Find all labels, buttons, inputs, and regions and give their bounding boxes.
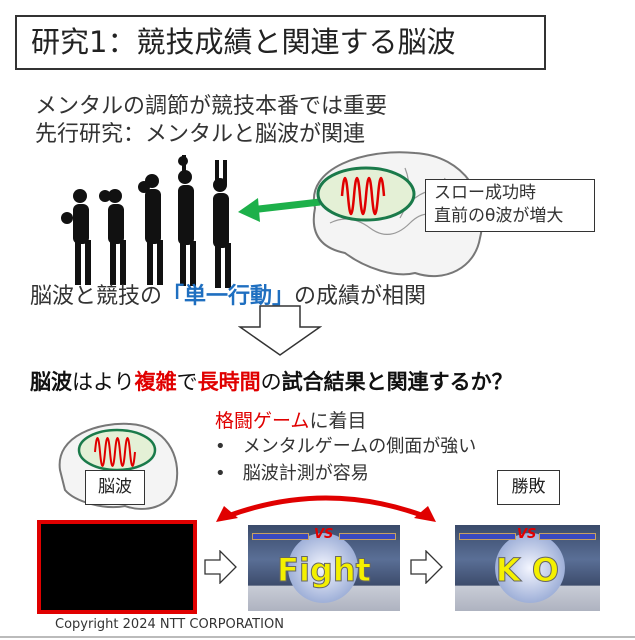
right-arrow-icon	[204, 550, 237, 584]
q-part: 試合結果と関連するか？	[281, 370, 513, 394]
eeg-video-screen	[37, 520, 197, 614]
focus-rest: に着目	[309, 410, 367, 432]
q-part: で	[176, 370, 198, 394]
eeg-label: 脳波	[85, 470, 145, 505]
fight-text: Fight	[277, 551, 372, 590]
game-screen-fight: VS Fight	[248, 525, 400, 611]
health-bar-p2	[339, 533, 396, 540]
correlation-pre: 脳波と競技の	[30, 284, 163, 309]
callout-line-1: スロー成功時	[434, 183, 536, 203]
outcome-label: 勝敗	[497, 470, 560, 505]
correlation-post: の成績が相関	[294, 284, 427, 309]
q-part: 脳波	[30, 370, 72, 394]
right-arrow-icon	[410, 550, 443, 584]
callout-box: スロー成功時 直前のθ波が増大	[425, 179, 595, 232]
focus-heading: 格闘ゲームに着目	[215, 406, 366, 433]
green-arrow-icon	[238, 198, 260, 222]
q-complex: 複雑	[134, 370, 177, 394]
game-screen-ko: VS K O	[455, 525, 600, 611]
intro-line-2: 先行研究：メンタルと脳波が関連	[35, 122, 366, 147]
callout-line-2: 直前のθ波が増大	[434, 206, 564, 226]
bottom-divider	[0, 636, 635, 638]
slide-title: 研究1：競技成績と関連する脳波	[15, 15, 546, 70]
ko-text: K O	[495, 551, 560, 590]
q-long-time: 長時間	[197, 370, 261, 394]
bullet-text: 脳波計測が容易	[242, 463, 369, 484]
correlation-highlight: 「単一行動」	[162, 284, 295, 309]
intro-line-1: メンタルの調節が競技本番では重要	[35, 94, 388, 119]
copyright: Copyright 2024 NTT CORPORATION	[55, 617, 284, 632]
bullet-1: • メンタルゲームの側面が強い	[215, 436, 477, 457]
q-part: の	[260, 370, 282, 394]
q-part: はより	[72, 370, 135, 394]
health-bar-p1	[459, 533, 516, 540]
correlation-text: 脳波と競技の「単一行動」の成績が相関	[30, 278, 426, 310]
down-arrow-icon	[238, 305, 322, 356]
correlation-arrow-icon	[216, 495, 436, 522]
health-bar-p1	[252, 533, 309, 540]
vs-logo: VS	[314, 527, 334, 542]
research-question: 脳波はより複雑で長時間の試合結果と関連するか？	[30, 366, 513, 396]
bullet-2: • 脳波計測が容易	[215, 463, 369, 484]
basketball-silhouettes-icon	[61, 155, 231, 288]
vs-logo: VS	[517, 527, 537, 542]
focus-red: 格闘ゲーム	[215, 410, 310, 432]
bullet-text: メンタルゲームの側面が強い	[242, 436, 477, 457]
health-bar-p2	[539, 533, 596, 540]
theta-wave-bubble	[238, 166, 416, 222]
